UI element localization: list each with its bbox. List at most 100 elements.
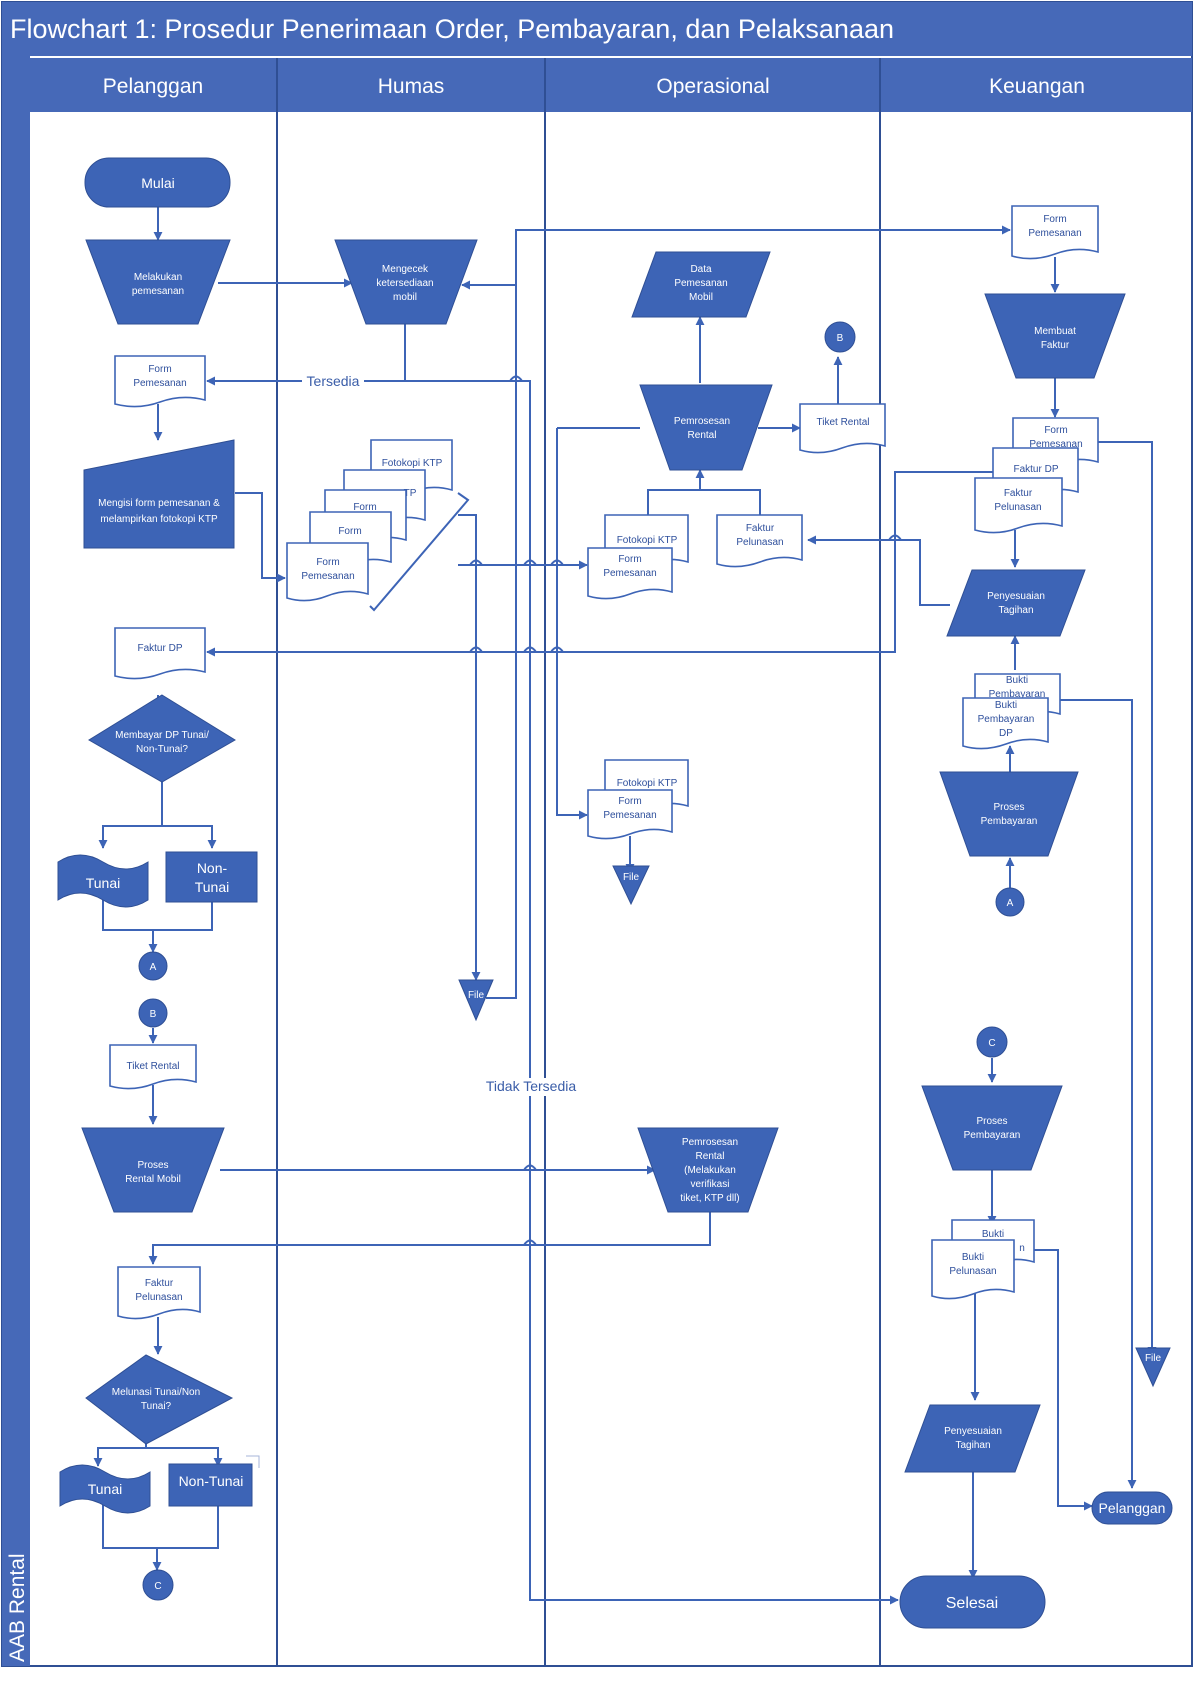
start-label: Mulai (141, 175, 174, 191)
data-pemesanan-data[interactable] (631, 251, 771, 318)
form-pemesanan-keu-document[interactable] (1011, 205, 1099, 260)
tiket-rental-label: Tiket Rental (127, 1061, 180, 1072)
cek-ketersediaan-operation[interactable] (334, 239, 478, 325)
form-pemesanan-ops2-document[interactable] (587, 789, 673, 840)
faktur-pelunasan-label-1: Faktur (145, 1278, 174, 1289)
order-operation[interactable] (85, 239, 231, 325)
connector-b-label: B (150, 1009, 157, 1020)
decision-lunas[interactable] (85, 1354, 234, 1445)
tiket-rental-document[interactable] (109, 1044, 197, 1090)
form-pemesanan-ops-document[interactable] (587, 547, 673, 600)
pool-label: AAB Rental (6, 1553, 29, 1662)
proses-pelunasan-operation[interactable] (921, 1085, 1063, 1171)
tunai2-label: Tunai (88, 1481, 123, 1497)
form-document[interactable] (114, 355, 206, 408)
svg-text:Form: Form (1044, 425, 1067, 436)
bukti-pembayaran-dp-document (962, 697, 1049, 750)
bukti-pembayaran-stack: Bukti Pembayaran Bukti Pembayaran DP (962, 673, 1061, 750)
svg-text:Pemesanan: Pemesanan (1029, 439, 1082, 450)
ops-file-label: File (623, 872, 640, 883)
tunai-tape[interactable] (57, 854, 149, 908)
ops-file-storage[interactable] (612, 865, 650, 906)
form-label-1: Form (148, 364, 171, 375)
penyesuaian-label-1: Penyesuaian (987, 591, 1045, 602)
pemrosesan2-label-2: Rental (696, 1151, 725, 1162)
faktur-dp-label: Faktur DP (137, 643, 182, 654)
non-tunai2-label: Non-Tunai (179, 1473, 244, 1489)
tunai-label: Tunai (86, 875, 121, 891)
connector-a-keu[interactable] (995, 887, 1025, 917)
keuangan-document-stack: Form Pemesanan Faktur DP Faktur Pelunasa… (974, 417, 1099, 534)
connector-b-pelanggan[interactable] (138, 998, 168, 1028)
non-tunai2-box[interactable] (168, 1463, 253, 1507)
decision-lunas-label-2: Tunai? (141, 1401, 172, 1412)
tiket-rental-ops-document[interactable] (799, 403, 886, 454)
svg-text:Bukti: Bukti (982, 1229, 1004, 1240)
penyesuaian-tagihan2-data[interactable] (904, 1404, 1041, 1473)
non-tunai-label-2: Tunai (195, 879, 230, 895)
tersedia-label-bg (302, 372, 364, 390)
cek-label-3: mobil (393, 292, 417, 303)
faktur-ops-label-2: Pelunasan (736, 537, 783, 548)
connector-a-pelanggan[interactable] (138, 951, 168, 981)
keu-file-label: File (1145, 1353, 1162, 1364)
diagram-title: Flowchart 1: Prosedur Penerimaan Order, … (10, 14, 894, 44)
svg-text:Form: Form (338, 526, 361, 537)
keu-file-storage[interactable] (1135, 1347, 1171, 1388)
svg-text:Bukti: Bukti (962, 1252, 984, 1263)
data-label-1: Data (690, 264, 712, 275)
faktur-ops-label-1: Faktur (746, 523, 775, 534)
decision-dp[interactable] (88, 694, 236, 783)
tidak-tersedia-label: Tidak Tersedia (486, 1078, 576, 1094)
title-bar (2, 2, 1192, 56)
penyesuaian-tagihan-data[interactable] (946, 569, 1086, 637)
cek-label-2: ketersediaan (376, 278, 433, 289)
proses-rental-label-1: Proses (137, 1160, 168, 1171)
proses-rental-operation[interactable] (81, 1127, 225, 1213)
pemrosesan-rental-operation[interactable] (639, 384, 773, 471)
pemrosesan-verifikasi-operation[interactable] (637, 1127, 779, 1213)
faktur-pelunasan-document[interactable] (117, 1266, 201, 1320)
data-label-3: Mobil (689, 292, 713, 303)
form-keu-label-2: Pemesanan (1028, 228, 1081, 239)
connector-a-label: A (150, 962, 157, 973)
svg-text:DP: DP (999, 728, 1013, 739)
proses-rental-label-2: Rental Mobil (125, 1174, 181, 1185)
lane-header-pelanggan (30, 58, 276, 112)
penyesuaian2-label-2: Tagihan (955, 1440, 990, 1451)
penyesuaian-label-2: Tagihan (998, 605, 1033, 616)
svg-text:Form: Form (316, 557, 339, 568)
non-tunai-label-1: Non- (197, 860, 228, 876)
svg-text:Bukti: Bukti (1006, 675, 1028, 686)
fill-form-manual-input[interactable] (83, 439, 235, 549)
tiket-rental-ops-label: Tiket Rental (817, 417, 870, 428)
pemrosesan2-label-5: tiket, KTP dll) (680, 1193, 739, 1204)
connector-c-pelanggan[interactable] (142, 1569, 174, 1601)
fill-form-label-1: Mengisi form pemesanan & (98, 498, 220, 509)
faktur-pelunasan-ops-document[interactable] (716, 514, 803, 568)
humas-document-stack: Fotokopi KTP TP Form Form Form Pemesanan (286, 439, 470, 612)
proses-bayar2-label-1: Proses (976, 1116, 1007, 1127)
proses-pembayaran-dp-operation[interactable] (939, 771, 1079, 857)
end-terminator[interactable] (899, 1575, 1046, 1629)
pemrosesan2-label-3: (Melakukan (684, 1165, 736, 1176)
pelanggan-terminator[interactable] (1091, 1491, 1173, 1525)
form-ops-label-2: Pemesanan (603, 568, 656, 579)
order-label-1: Melakukan (134, 272, 182, 283)
connector-a-keu-label: A (1007, 898, 1014, 909)
lane-title-pelanggan: Pelanggan (103, 75, 203, 98)
membuat-faktur-operation[interactable] (984, 293, 1126, 379)
connector-c-keu[interactable] (976, 1026, 1008, 1058)
lane-header-operasional (546, 58, 879, 112)
non-tunai-box[interactable] (165, 851, 258, 903)
faktur-dp-document[interactable] (114, 627, 206, 680)
connector-lines (93, 207, 1157, 1605)
humas-file-storage[interactable] (458, 979, 494, 1022)
svg-text:n: n (1019, 1243, 1025, 1254)
start-terminator[interactable] (84, 157, 231, 208)
decision-lunas-label-1: Melunasi Tunai/Non (112, 1387, 200, 1398)
pool-label-bar (2, 56, 30, 1666)
connector-b-ops[interactable] (824, 321, 856, 353)
tunai2-tape[interactable] (59, 1464, 151, 1514)
